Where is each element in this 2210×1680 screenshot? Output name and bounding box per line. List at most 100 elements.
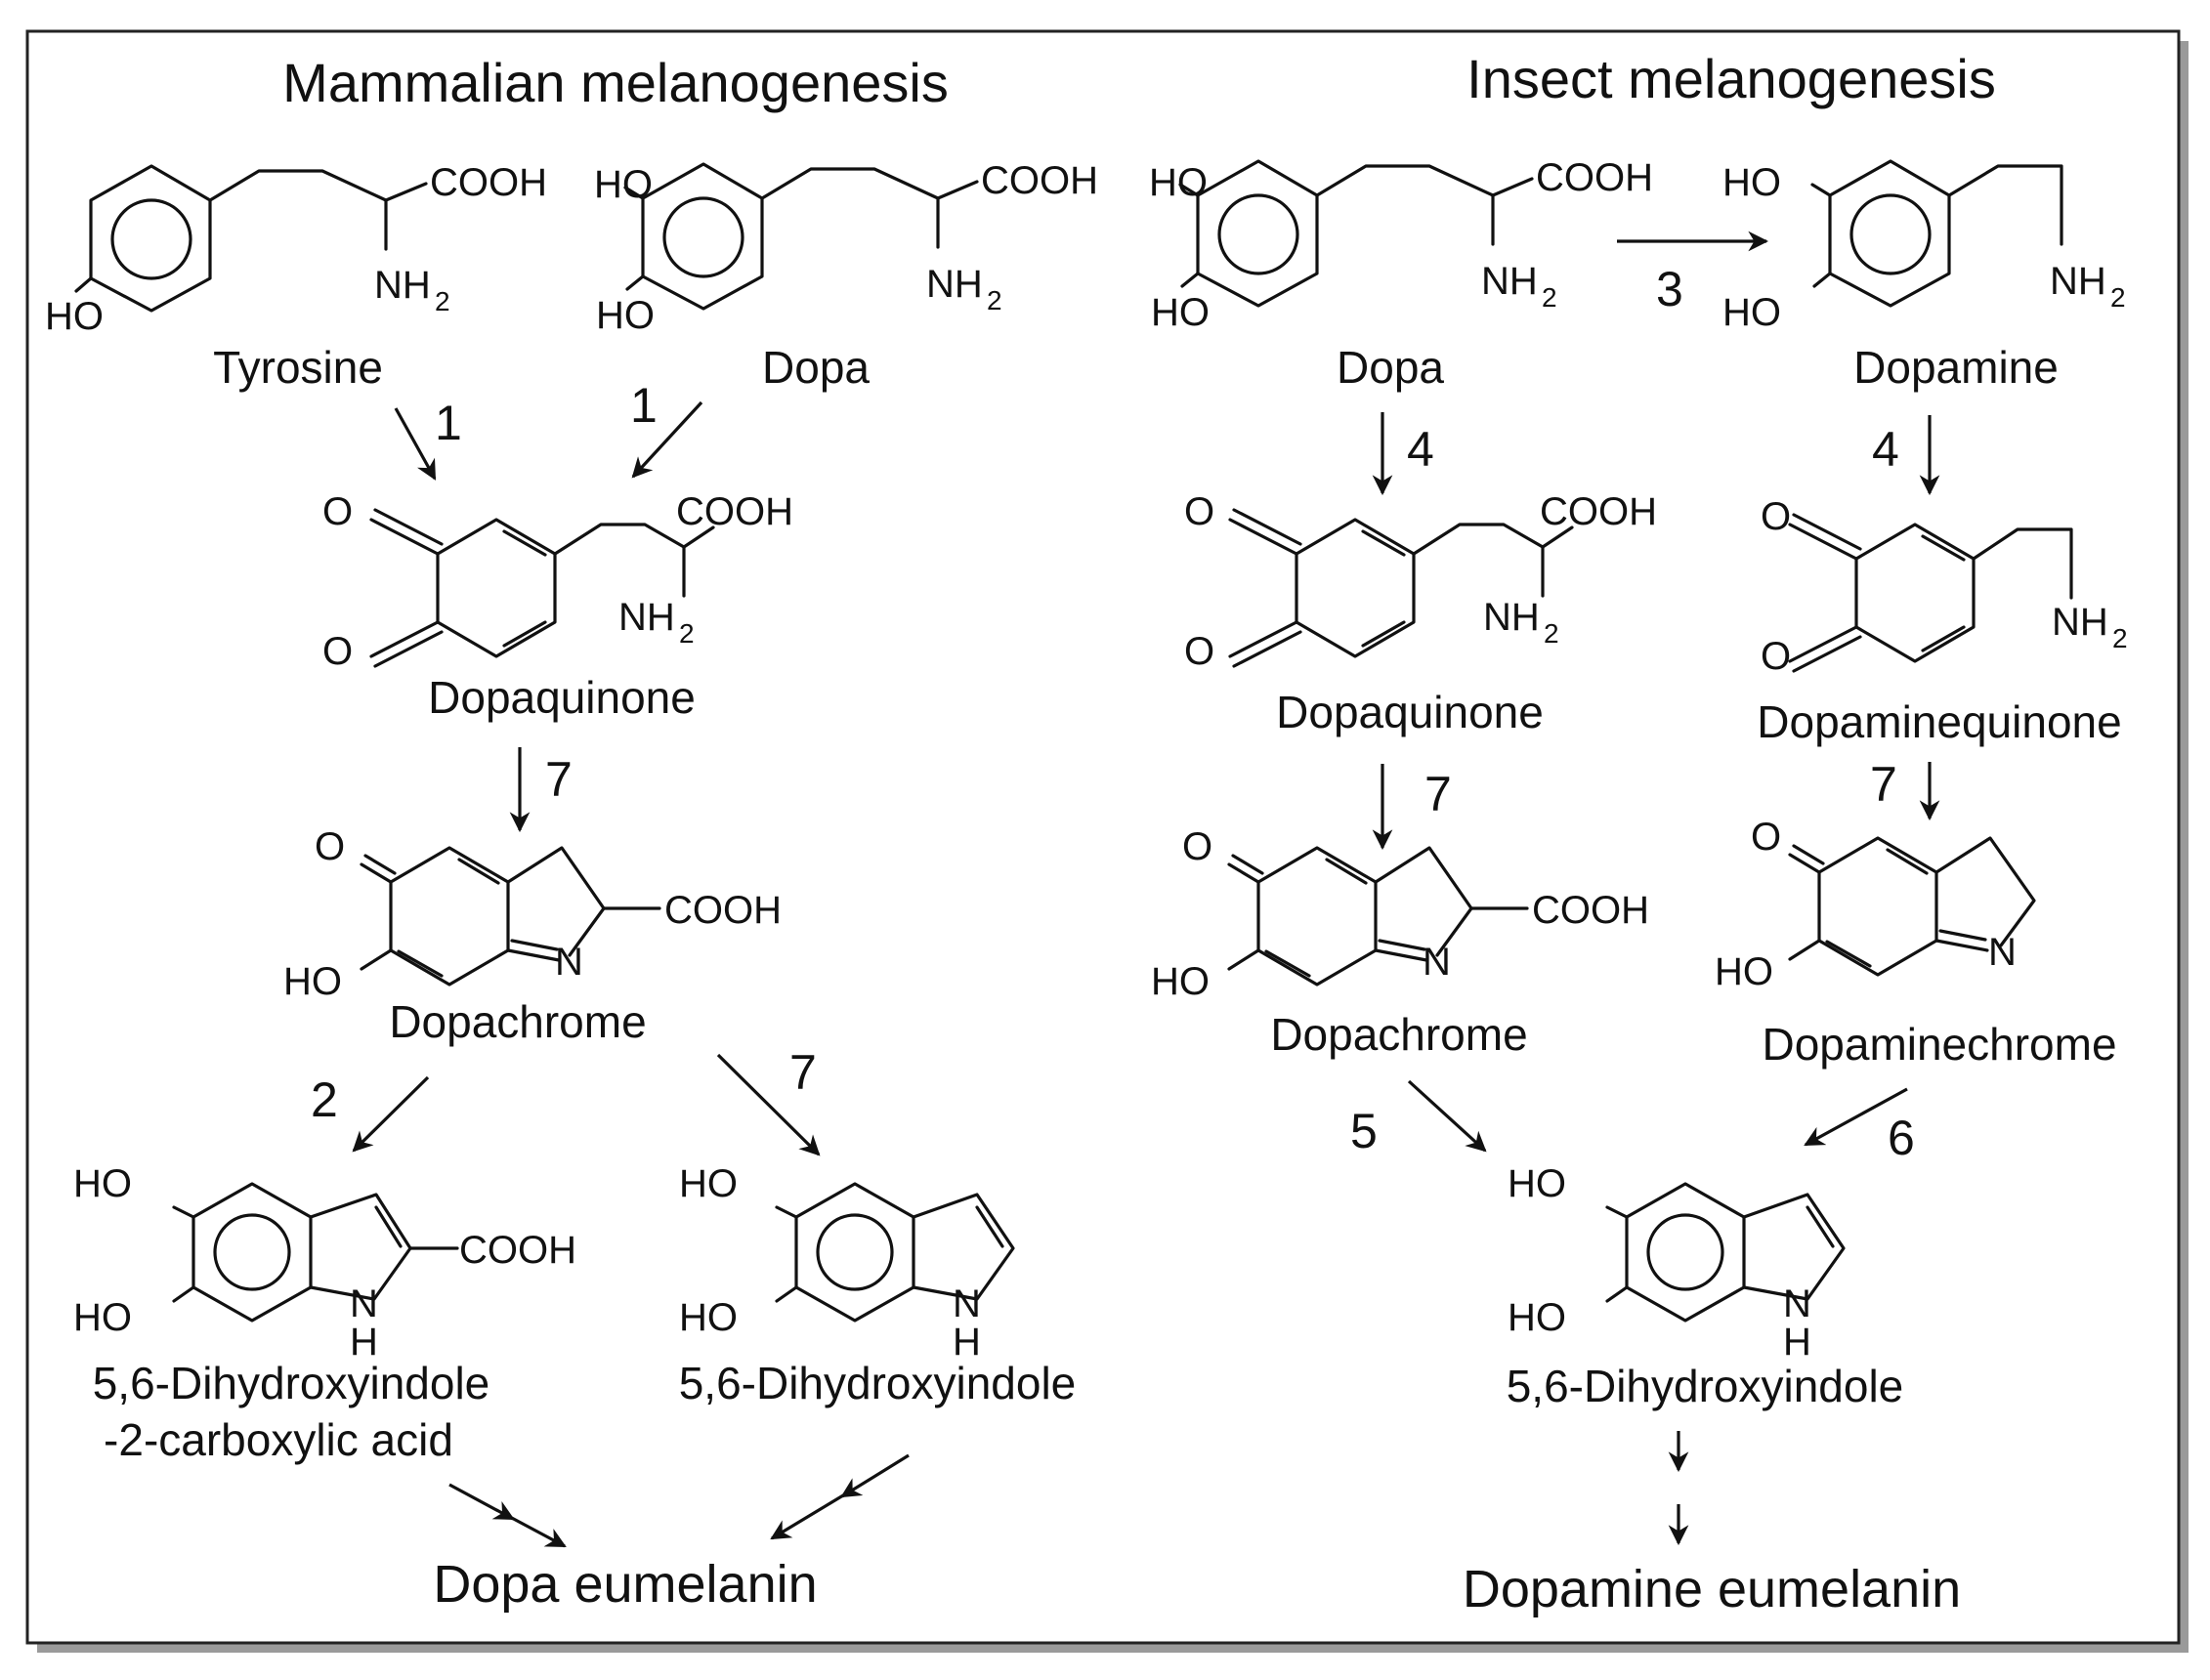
- arrow-dopachrome-to-dhi-mammalian: [716, 1053, 821, 1156]
- dopachrome-o-insect: O: [1182, 825, 1212, 868]
- dhi-h-insect: H: [1783, 1321, 1811, 1364]
- dopachrome-cooh-mammalian: COOH: [664, 889, 782, 932]
- dopa-nh-sub-mammalian: 2: [987, 285, 1002, 315]
- enzyme-2: 2: [311, 1072, 338, 1127]
- dopamine-nh: NH: [2050, 260, 2106, 303]
- dopaquinone-cooh-insect: COOH: [1540, 490, 1657, 533]
- dopaquinone-o-bottom-insect: O: [1184, 630, 1214, 673]
- arrow-dopa-to-dopaquinone: [631, 400, 703, 479]
- dopaminechrome-n: N: [1988, 931, 2017, 974]
- dhica-n: N: [350, 1282, 378, 1325]
- dhica-structure: HO HO COOH N H: [73, 1162, 576, 1364]
- dopachrome-ho-mammalian: HO: [283, 960, 342, 1003]
- dhica-ho-bottom: HO: [73, 1296, 132, 1339]
- dopa-ho-bottom-mammalian: HO: [596, 294, 655, 337]
- enzyme-3: 3: [1656, 262, 1683, 316]
- tyrosine-label: Tyrosine: [213, 342, 383, 393]
- tyrosine-ho: HO: [45, 295, 104, 338]
- dhica-ho-top: HO: [73, 1162, 132, 1205]
- dhica-label-line2: -2-carboxylic acid: [104, 1414, 453, 1465]
- dopaquinone-structure-insect: O O COOH NH 2: [1184, 490, 1657, 673]
- dopaminechrome-o: O: [1751, 816, 1781, 859]
- arrow-dhi-to-eumelanin-b: [770, 1491, 849, 1540]
- dopaquinone-o-top-mammalian: O: [322, 490, 353, 533]
- tyrosine-nh-sub: 2: [435, 286, 450, 316]
- dhi-n-insect: N: [1783, 1282, 1811, 1325]
- tyrosine-nh: NH: [374, 264, 431, 307]
- dhi-ho-bottom-insect: HO: [1508, 1296, 1566, 1339]
- enzyme-6: 6: [1888, 1111, 1915, 1165]
- dopa-ho-top-insect: HO: [1149, 161, 1208, 204]
- dhi-label-insect: 5,6-Dihydroxyindole: [1507, 1361, 1904, 1411]
- insect-title: Insect melanogenesis: [1466, 48, 1996, 109]
- dopa-cooh-insect: COOH: [1536, 156, 1653, 199]
- dopaminequinone-o-bottom: O: [1761, 635, 1791, 678]
- dhi-structure-mammalian: HO HO N H: [679, 1162, 1015, 1364]
- tyrosine-cooh: COOH: [430, 161, 547, 204]
- dopachrome-ho-insect: HO: [1151, 960, 1210, 1003]
- dhi-ho-top-insect: HO: [1508, 1162, 1566, 1205]
- dopaquinone-nh-sub-insect: 2: [1544, 618, 1559, 649]
- dopamine-structure: HO HO NH 2: [1722, 159, 2126, 334]
- dhi-ho-bottom-mammalian: HO: [679, 1296, 738, 1339]
- dopamine-ho-bottom: HO: [1722, 291, 1781, 334]
- dopa-structure-insect: COOH NH 2 HO HO: [1149, 156, 1653, 334]
- dopa-ho-bottom-insect: HO: [1151, 291, 1210, 334]
- dhi-label-mammalian: 5,6-Dihydroxyindole: [679, 1358, 1077, 1408]
- dopachrome-cooh-insect: COOH: [1532, 889, 1649, 932]
- dopaquinone-structure-mammalian: O O COOH NH 2: [322, 490, 793, 673]
- enzyme-1-tyrosine: 1: [435, 396, 462, 450]
- dopaquinone-o-bottom-mammalian: O: [322, 630, 353, 673]
- dopaminequinone-nh-sub: 2: [2112, 623, 2128, 653]
- enzyme-7-dopachrome-mammalian: 7: [789, 1045, 817, 1100]
- dopachrome-label-insect: Dopachrome: [1270, 1009, 1527, 1060]
- dopachrome-structure-mammalian: O HO N COOH: [283, 825, 782, 1003]
- dopaminequinone-nh: NH: [2052, 601, 2108, 644]
- arrow-dhi-to-eumelanin-a: [840, 1453, 910, 1498]
- dopachrome-o-mammalian: O: [315, 825, 345, 868]
- dopaquinone-cooh-mammalian: COOH: [676, 490, 793, 533]
- dopaquinone-label-insect: Dopaquinone: [1276, 687, 1544, 737]
- arrow-dopachrome-to-dhi-insect: [1407, 1079, 1487, 1153]
- dopa-nh-sub-insect: 2: [1542, 282, 1557, 313]
- dopaminechrome-ho: HO: [1715, 950, 1773, 993]
- dopa-cooh-mammalian: COOH: [981, 159, 1098, 202]
- dopamine-ho-top: HO: [1722, 161, 1781, 204]
- dhica-label-line1: 5,6-Dihydroxyindole: [93, 1358, 490, 1408]
- enzyme-7-dopaquinone-mammalian: 7: [545, 752, 573, 807]
- dopaminequinone-structure: O O NH 2: [1761, 495, 2128, 678]
- dopa-eumelanin-label: Dopa eumelanin: [433, 1555, 817, 1614]
- dopachrome-n-insect: N: [1423, 941, 1451, 984]
- arrow-dopaminechrome-to-dhi: [1804, 1087, 1908, 1147]
- arrow-dhica-to-eumelanin-a: [448, 1483, 515, 1521]
- arrow-tyrosine-to-dopaquinone: [394, 407, 437, 481]
- dhi-h-mammalian: H: [953, 1321, 981, 1364]
- enzyme-7-dopaquinone-insect: 7: [1424, 767, 1452, 821]
- tyrosine-structure: COOH NH 2 HO: [45, 161, 547, 338]
- dopaminequinone-o-top: O: [1761, 495, 1791, 538]
- dopamine-nh-sub: 2: [2110, 282, 2126, 313]
- enzyme-5: 5: [1350, 1104, 1378, 1158]
- dopa-label-insect: Dopa: [1337, 342, 1444, 393]
- dopaquinone-nh-mammalian: NH: [618, 596, 675, 639]
- dopachrome-structure-insect: O HO N COOH: [1151, 825, 1649, 1003]
- dopaquinone-nh-insect: NH: [1483, 596, 1540, 639]
- dopaquinone-o-top-insect: O: [1184, 490, 1214, 533]
- dopachrome-n-mammalian: N: [555, 941, 583, 984]
- dhi-n-mammalian: N: [953, 1282, 981, 1325]
- enzyme-7-dopaminequinone: 7: [1870, 757, 1897, 812]
- dopaminechrome-structure: O HO N: [1715, 816, 2036, 993]
- dopamine-label: Dopamine: [1853, 342, 2059, 393]
- dopaquinone-label-mammalian: Dopaquinone: [428, 672, 696, 723]
- frame-border: [25, 29, 2181, 1645]
- dopa-structure-mammalian: COOH NH 2 HO HO: [594, 159, 1098, 337]
- arrow-dhica-to-eumelanin-b: [507, 1514, 567, 1548]
- dhi-ho-top-mammalian: HO: [679, 1162, 738, 1205]
- enzyme-1-dopa: 1: [630, 378, 658, 433]
- dopaquinone-nh-sub-mammalian: 2: [679, 618, 695, 649]
- enzyme-4-dopa: 4: [1407, 422, 1434, 477]
- dhi-structure-insect: HO HO N H: [1508, 1162, 1846, 1364]
- dopamine-eumelanin-label: Dopamine eumelanin: [1463, 1560, 1961, 1618]
- dhica-cooh: COOH: [459, 1229, 576, 1272]
